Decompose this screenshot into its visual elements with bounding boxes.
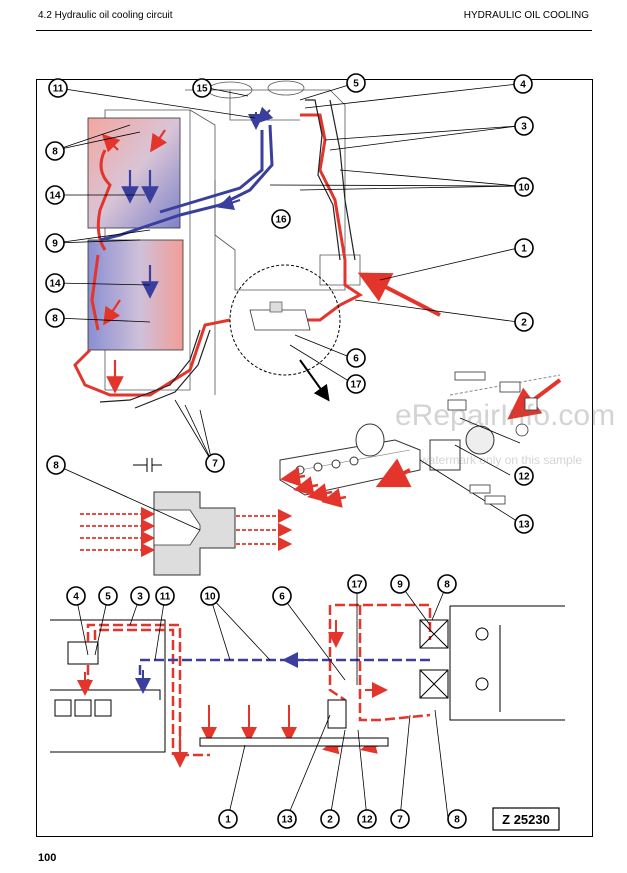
svg-text:2: 2 [327,815,333,826]
callout-3-schematic: 3 [130,586,150,606]
orifice-detail [133,458,236,576]
svg-text:10: 10 [204,592,216,603]
figure-frame [36,79,593,837]
svg-text:1: 1 [521,244,527,255]
fittings [447,371,538,505]
cooler-flow-arrows [101,129,168,394]
cold-flow-arrows [217,106,274,211]
schematic-manifold [199,699,389,747]
page-number: 100 [38,852,57,864]
callout-13-top: 13 [514,514,534,534]
svg-text:17: 17 [350,380,362,391]
svg-text:14: 14 [49,191,61,202]
figure-id-box: Z 25230 [492,807,560,831]
callout-8-mid: 8 [45,308,65,328]
svg-text:8: 8 [53,461,59,472]
svg-text:12: 12 [361,815,373,826]
callout-7-bottom: 7 [390,809,410,829]
callout-8-top: 8 [45,141,65,161]
callout-10-top: 10 [514,177,534,197]
svg-text:4: 4 [520,80,526,91]
orifice-flow-arrows [80,506,293,558]
svg-text:3: 3 [521,122,527,133]
callout-5-top: 5 [346,73,366,93]
callout-14-lower: 14 [45,273,65,293]
callout-9-top: 9 [45,233,65,253]
callout-13-bottom: 13 [277,809,297,829]
supply-lines-black [99,99,356,409]
schematic-cold-lines [138,658,430,685]
svg-text:4: 4 [73,592,79,603]
svg-text:7: 7 [212,459,218,470]
callout-8-bottom: 8 [447,809,467,829]
callout-14-upper: 14 [45,185,65,205]
callout-15: 15 [192,78,212,98]
header-rule [36,30,592,31]
svg-text:8: 8 [52,314,58,325]
svg-text:5: 5 [105,592,111,603]
inlet-arrow [357,272,441,317]
callout-6-schematic: 6 [272,586,292,606]
callout-6-top: 6 [346,348,366,368]
svg-text:2: 2 [521,318,527,329]
svg-text:16: 16 [275,215,287,226]
svg-text:11: 11 [53,84,64,95]
callout-2-top: 2 [514,312,534,332]
callout-17-top: 17 [346,374,366,394]
section-title: 4.2 Hydraulic oil cooling circuit [38,10,173,21]
svg-text:7: 7 [397,815,403,826]
svg-text:6: 6 [279,592,285,603]
valve-block-outlet-arrows [280,466,347,508]
watermark-line1: eRepairInfo.com [395,399,615,432]
schematic-cooler-valves [419,605,565,721]
watermark-line2: watermark only on this sample [419,453,582,467]
callout-3-top: 3 [514,116,534,136]
svg-text:15: 15 [196,84,208,95]
callout-11-schematic: 11 [155,586,175,606]
svg-text:14: 14 [49,279,61,290]
svg-text:17: 17 [351,580,363,591]
schematic-left-panel [50,619,166,753]
callout-5-schematic: 5 [98,586,118,606]
svg-text:6: 6 [353,354,359,365]
svg-text:3: 3 [137,592,143,603]
valve-block-exploded [279,374,562,496]
callout-8-detail: 8 [46,455,66,475]
figure-id: Z 25230 [502,812,550,827]
machine-outline [104,80,361,395]
callout-12-bottom: 12 [357,809,377,829]
watermark: eRepairInfo.com watermark only on this s… [395,399,615,467]
callout-4-schematic: 4 [66,586,86,606]
callout-16: 16 [271,209,291,229]
callout-17-schematic: 17 [347,574,367,594]
callout-1-bottom: 1 [218,809,238,829]
callout-8-schematic: 8 [437,574,457,594]
svg-text:9: 9 [52,239,58,250]
callout-1-top: 1 [514,238,534,258]
detail-zoom-circle [229,264,341,402]
svg-text:9: 9 [397,580,403,591]
callout-11-top: 11 [48,78,68,98]
callout-2-bottom: 2 [320,809,340,829]
chapter-title: HYDRAULIC OIL COOLING [463,10,589,21]
callout-9-schematic: 9 [390,574,410,594]
svg-text:12: 12 [518,472,530,483]
svg-text:13: 13 [281,815,293,826]
svg-text:1: 1 [225,815,231,826]
svg-text:11: 11 [160,592,171,603]
svg-text:8: 8 [454,815,460,826]
svg-text:5: 5 [353,79,359,90]
svg-text:13: 13 [518,520,530,531]
schematic-cold-arrows [135,652,310,694]
callout-7-top: 7 [205,453,225,473]
oil-cooler-lower [87,239,184,351]
svg-text:8: 8 [444,580,450,591]
callout-4-top: 4 [513,74,533,94]
svg-text:8: 8 [52,147,58,158]
svg-text:10: 10 [518,183,530,194]
callout-10-schematic: 10 [200,586,220,606]
callout-12-top: 12 [514,466,534,486]
